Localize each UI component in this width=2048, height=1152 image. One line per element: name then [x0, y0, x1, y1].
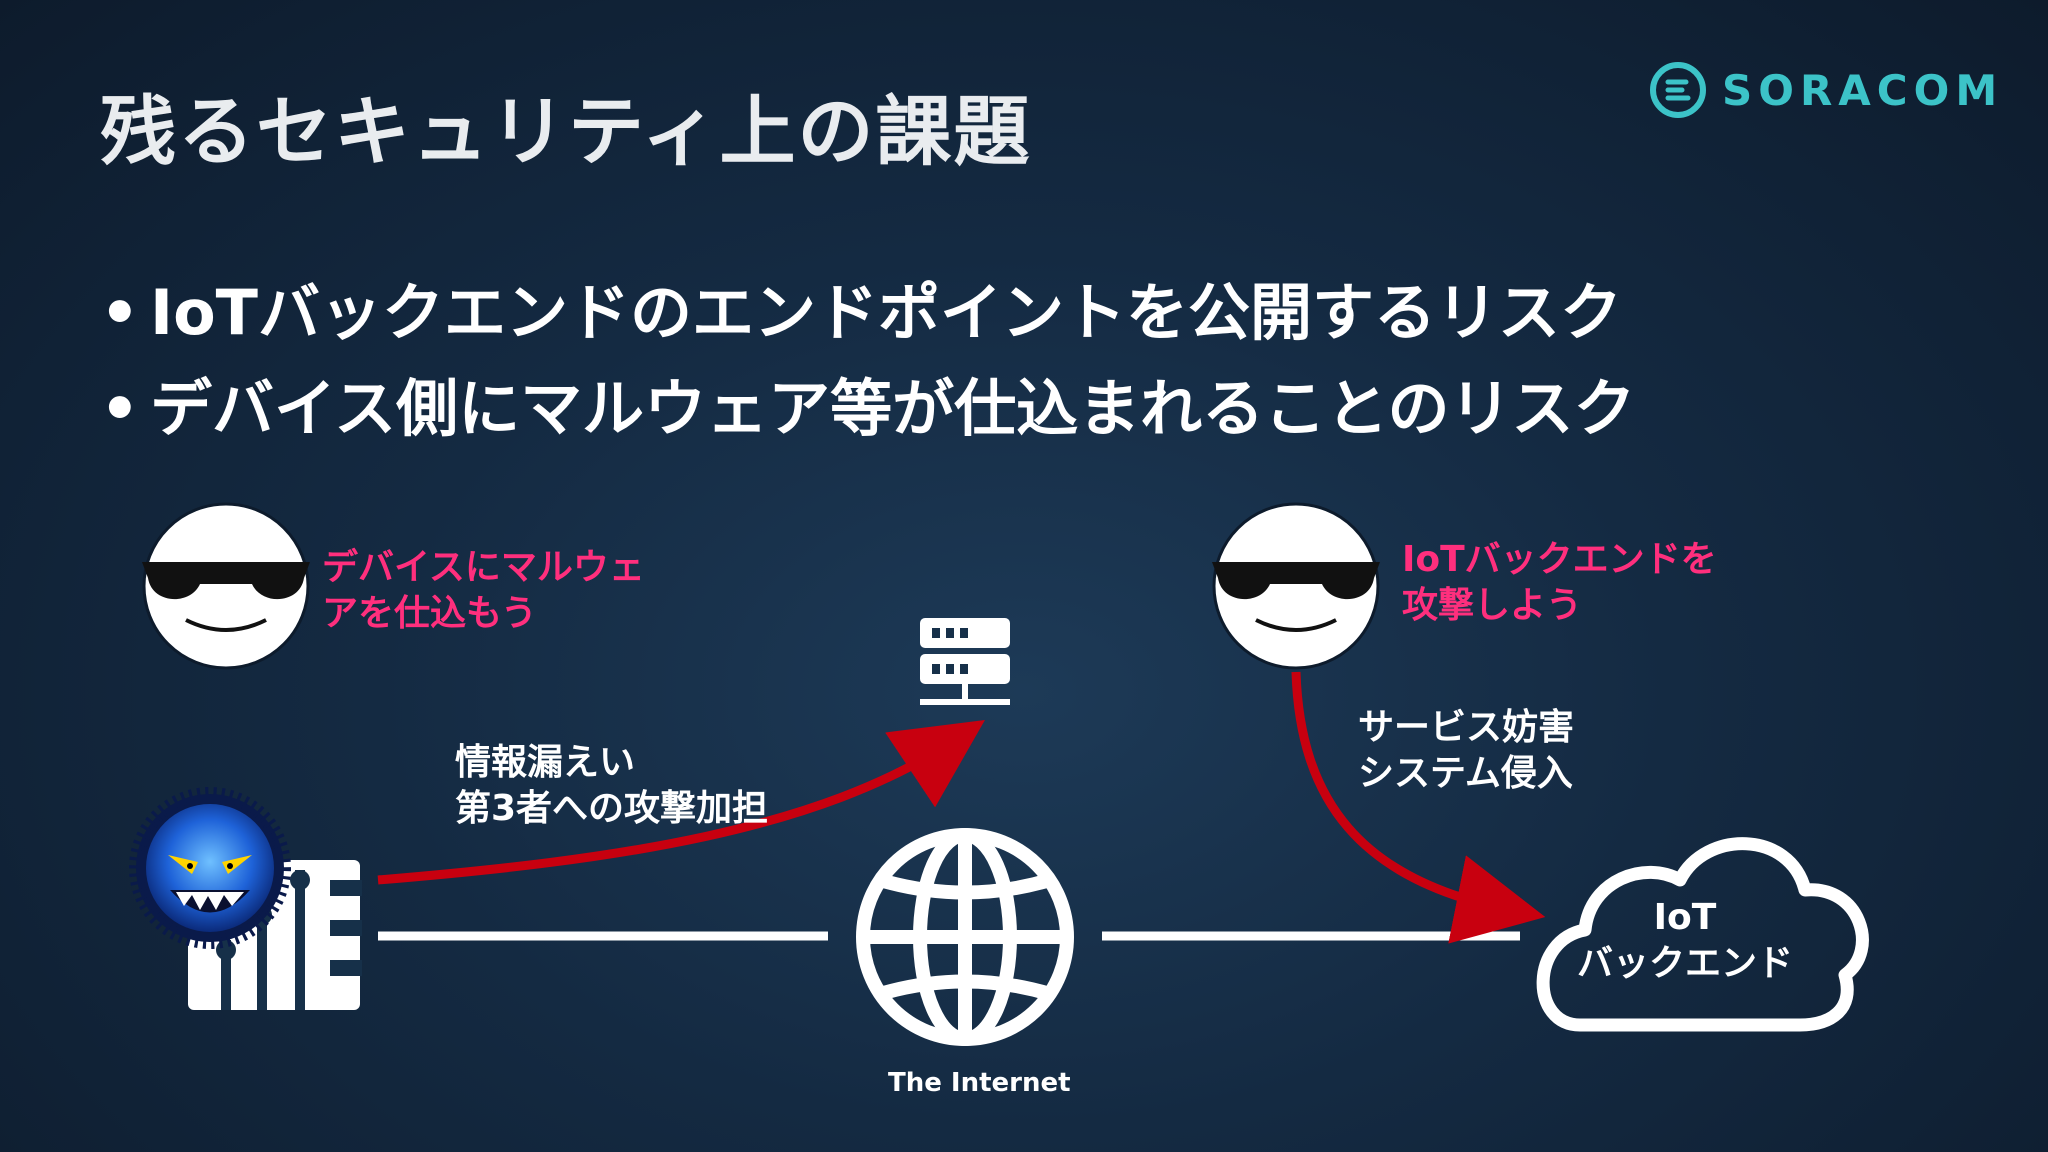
bullet-item: • デバイス側にマルウェア等が仕込まれることのリスク	[100, 361, 1636, 457]
bullet-text: IoTバックエンドのエンドポイントを公開するリスク	[150, 276, 1622, 349]
dos-caption: サービス妨害 システム侵入	[1358, 705, 1574, 797]
leak-caption: 情報漏えい 第3者への攻撃加担	[455, 740, 768, 832]
cloud-icon	[1536, 837, 1869, 1032]
bullet-text: デバイス側にマルウェア等が仕込まれることのリスク	[150, 372, 1636, 445]
leak-arrow	[377, 720, 985, 885]
attacker-right-caption: IoTバックエンドを 攻撃しよう	[1402, 537, 1717, 629]
slide-title: 残るセキュリティ上の課題	[100, 87, 1032, 176]
attacker-right-line1: IoTバックエンドを	[1402, 539, 1717, 580]
soracom-logo: SORACOM	[1648, 60, 2003, 120]
soracom-logo-icon	[1650, 62, 1706, 118]
dos-line2: システム侵入	[1358, 753, 1573, 794]
cloud-label: IoT バックエンド	[1540, 895, 1830, 987]
malware-monster-icon	[129, 787, 291, 949]
bullet-item: • IoTバックエンドのエンドポイントを公開するリスク	[100, 265, 1636, 361]
attacker-face-icon	[1212, 502, 1380, 670]
attack-arrow	[1291, 671, 1546, 944]
attacker-left-line2: アを仕込もう	[322, 593, 537, 634]
attacker-face-icon	[142, 502, 310, 670]
leak-line1: 情報漏えい	[455, 742, 636, 783]
bullet-dot: •	[100, 276, 140, 349]
internet-label: The Internet	[888, 1068, 1071, 1098]
cloud-line1: IoT	[1653, 897, 1717, 938]
cloud-line2: バックエンド	[1576, 943, 1793, 984]
attacker-left-caption: デバイスにマルウェ アを仕込もう	[322, 545, 645, 637]
leak-line2: 第3者への攻撃加担	[455, 788, 769, 829]
bullet-list: • IoTバックエンドのエンドポイントを公開するリスク • デバイス側にマルウェ…	[100, 265, 1636, 457]
dos-line1: サービス妨害	[1358, 707, 1575, 748]
globe-icon	[856, 828, 1074, 1046]
server-icon	[920, 618, 1010, 705]
attacker-left-line1: デバイスにマルウェ	[322, 547, 645, 588]
attacker-right-line2: 攻撃しよう	[1402, 585, 1583, 626]
bullet-dot: •	[100, 372, 140, 445]
logo-text: SORACOM	[1722, 65, 2004, 115]
